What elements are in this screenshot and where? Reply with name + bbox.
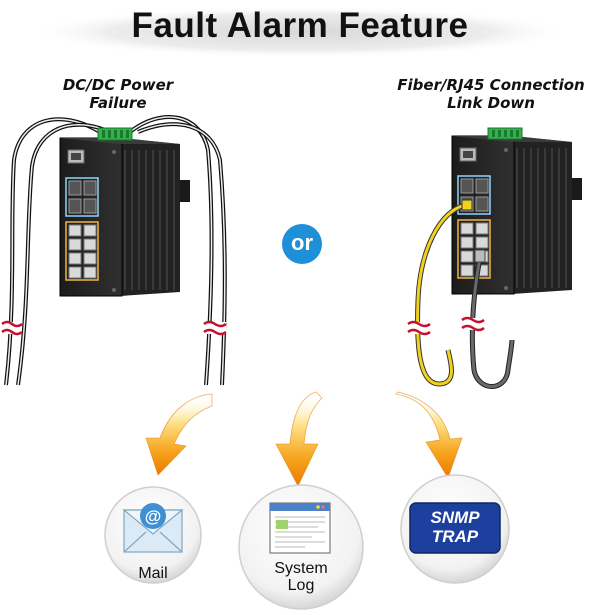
power-cable-break-left [1, 320, 23, 336]
fiber-cable-break [407, 320, 431, 336]
page-title: Fault Alarm Feature [131, 6, 469, 45]
snmp-label-line2: TRAP [431, 527, 479, 546]
title-area: Fault Alarm Feature [0, 0, 600, 60]
right-caption: Fiber/RJ45 Connection Link Down [386, 76, 596, 112]
right-caption-line2: Link Down [447, 94, 535, 112]
mail-icon: @ [122, 503, 184, 553]
arrow-to-snmp [395, 391, 463, 479]
right-switch-side [512, 136, 572, 294]
left-caption-line2: Failure [89, 94, 147, 112]
left-caption: DC/DC Power Failure [28, 76, 208, 112]
left-switch-side [120, 138, 180, 296]
snmp-label-line1: SNMP [430, 508, 480, 527]
snmp-label: SNMP TRAP [412, 508, 498, 546]
or-badge: or [282, 224, 322, 264]
mail-label: Mail [138, 565, 168, 582]
system-log-icon [269, 502, 331, 554]
rj45-cable-break [461, 316, 485, 332]
power-cable-break-right [203, 320, 227, 336]
arrow-to-mail [145, 393, 213, 476]
syslog-label: System Log [251, 560, 351, 594]
syslog-label-line2: Log [287, 577, 315, 594]
title-glow [30, 6, 570, 58]
left-caption-line1: DC/DC Power [62, 76, 174, 94]
right-switch-group [407, 127, 582, 389]
svg-text:@: @ [145, 507, 162, 526]
arrow-to-syslog [275, 391, 323, 487]
snmp-trap-icon [409, 502, 501, 554]
right-caption-line1: Fiber/RJ45 Connection [397, 76, 585, 94]
left-switch-group [1, 115, 227, 386]
syslog-label-line1: System [274, 560, 328, 577]
